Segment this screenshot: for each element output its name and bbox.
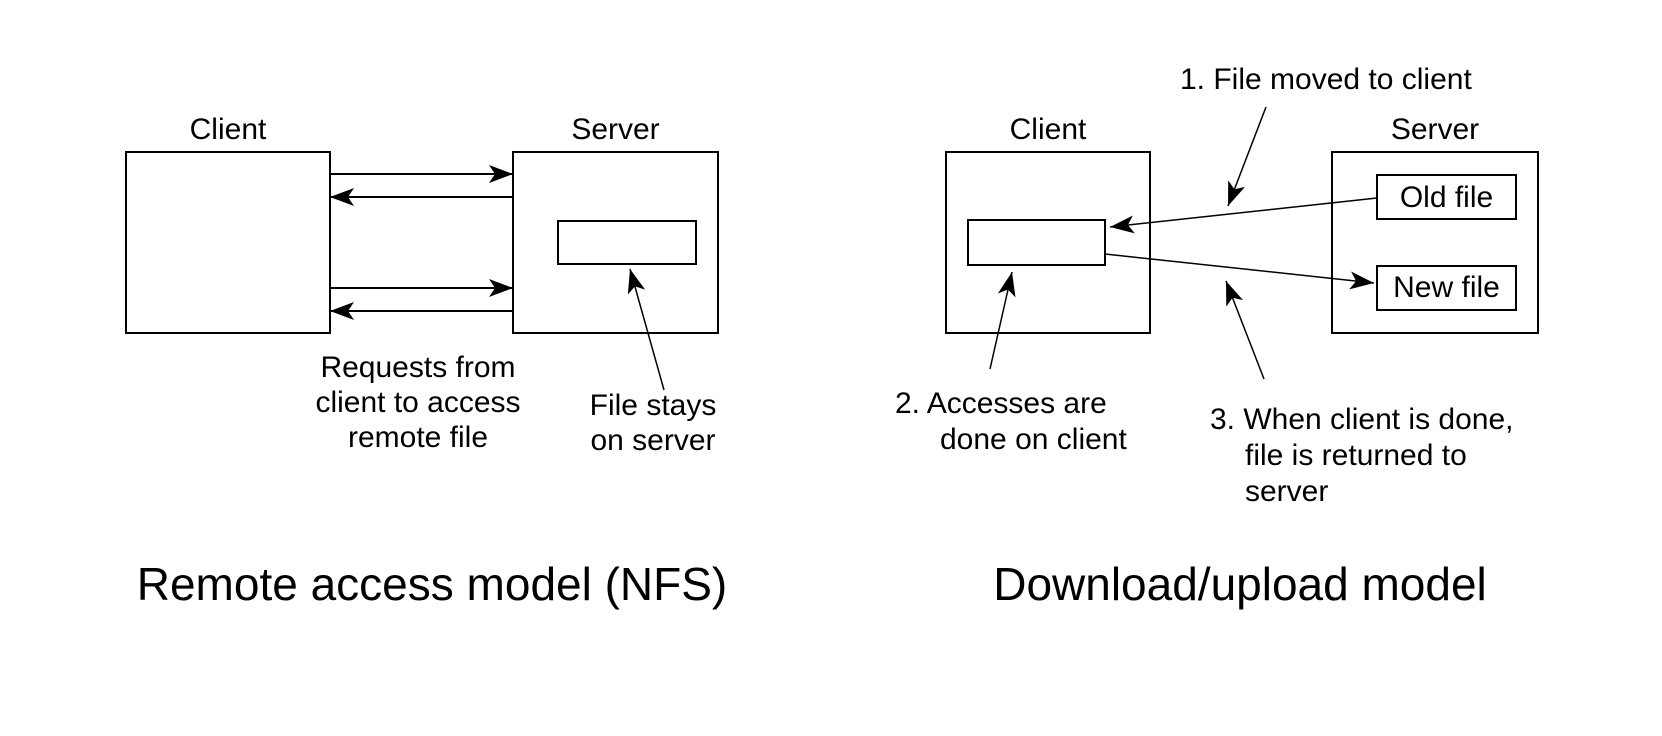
- du-step3-line1: 3. When client is done,: [1210, 403, 1514, 436]
- nfs-requests-note: Requests from client to access remote fi…: [268, 350, 568, 455]
- nfs-caption: Remote access model (NFS): [136, 558, 728, 610]
- du-client-box: [945, 151, 1151, 334]
- nfs-file-note: File stays on server: [553, 388, 753, 458]
- du-step2-line2: done on client: [940, 423, 1127, 456]
- nfs-client-box: [125, 151, 331, 334]
- nfs-server-box: [512, 151, 719, 334]
- du-step1-pointer-arrow: [1227, 106, 1267, 207]
- du-caption: Download/upload model: [993, 558, 1487, 610]
- du-new-file-box: [1376, 265, 1517, 311]
- du-client-file-box: [967, 219, 1106, 266]
- nfs-requests-note-line2: client to access: [315, 386, 521, 419]
- du-download-arrow: [1109, 197, 1378, 234]
- du-step3-line2: file is returned to: [1245, 439, 1467, 472]
- du-server-box: [1331, 151, 1539, 334]
- nfs-server-file-box: [557, 220, 697, 265]
- nfs-file-note-line1: File stays: [589, 389, 717, 422]
- du-old-file-label: Old file: [1399, 181, 1494, 214]
- du-client-label: Client: [1009, 113, 1087, 146]
- nfs-requests-note-line3: remote file: [347, 421, 489, 454]
- nfs-client-label: Client: [189, 113, 267, 146]
- du-step3-pointer-arrow: [1225, 280, 1265, 380]
- du-new-file-label: New file: [1393, 271, 1500, 304]
- du-step2-pointer-arrow: [989, 271, 1016, 370]
- du-server-label: Server: [1390, 113, 1480, 146]
- du-step3-line3: server: [1245, 475, 1329, 508]
- du-old-file-box: [1376, 174, 1517, 220]
- nfs-file-note-line2: on server: [590, 424, 716, 457]
- du-step2-note: 2. Accesses are done on client: [895, 386, 1127, 458]
- nfs-requests-note-line1: Requests from: [320, 351, 516, 384]
- du-upload-arrow: [1104, 253, 1375, 290]
- du-step3-note: 3. When client is done, file is returned…: [1210, 402, 1514, 510]
- nfs-server-label: Server: [571, 113, 660, 146]
- nfs-file-note-arrow: [627, 268, 665, 391]
- du-step1-note: 1. File moved to client: [1180, 63, 1472, 96]
- du-step2-line1: 2. Accesses are: [895, 387, 1107, 420]
